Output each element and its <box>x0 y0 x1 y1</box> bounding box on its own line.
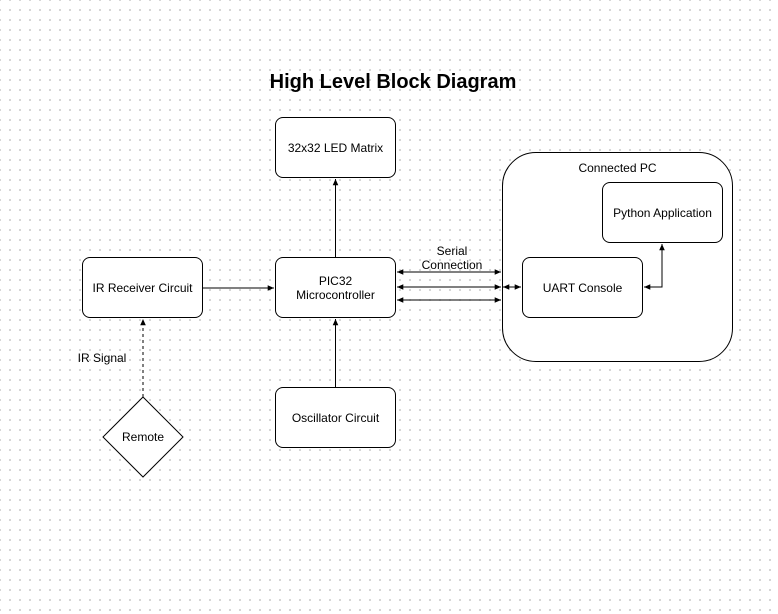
serial-label-line1: Serial <box>436 244 468 258</box>
pic32-label-line1: PIC32 <box>318 273 353 288</box>
remote-label: Remote <box>121 430 165 444</box>
uart-console-label: UART Console <box>542 280 623 295</box>
pic32-block: PIC32 Microcontroller <box>275 257 396 318</box>
connected-pc-label: Connected PC <box>578 161 657 175</box>
oscillator-block: Oscillator Circuit <box>275 387 396 448</box>
ir-signal-label: IR Signal <box>77 351 127 365</box>
uart-console-block: UART Console <box>522 257 643 318</box>
python-application-block: Python Application <box>602 182 723 243</box>
ir-receiver-block: IR Receiver Circuit <box>82 257 203 318</box>
oscillator-label: Oscillator Circuit <box>291 410 380 425</box>
ir-receiver-label: IR Receiver Circuit <box>92 280 193 295</box>
serial-label-line2: Connection <box>421 258 483 272</box>
led-matrix-label: 32x32 LED Matrix <box>287 140 384 155</box>
pic32-label-line2: Microcontroller <box>296 287 375 302</box>
diagram-title: High Level Block Diagram <box>269 71 517 93</box>
python-application-label: Python Application <box>613 205 712 220</box>
serial-connection-label: Serial Connection <box>412 244 492 272</box>
led-matrix-block: 32x32 LED Matrix <box>275 117 396 178</box>
